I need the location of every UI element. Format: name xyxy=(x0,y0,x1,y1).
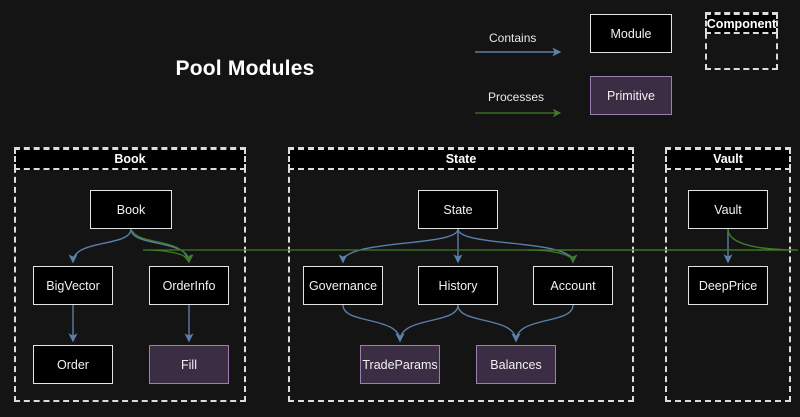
node-order[interactable]: Order xyxy=(33,345,113,384)
node-state[interactable]: State xyxy=(418,190,498,229)
legend-primitive-label: Primitive xyxy=(607,89,655,103)
legend-component-header: Component xyxy=(705,13,778,34)
node-account[interactable]: Account xyxy=(533,266,613,305)
legend-processes-label: Processes xyxy=(488,90,544,104)
node-orderinfo[interactable]: OrderInfo xyxy=(149,266,229,305)
node-label-deepprice: DeepPrice xyxy=(699,279,757,293)
group-header-vault: Vault xyxy=(665,148,791,170)
group-label-state: State xyxy=(446,152,477,166)
node-vault[interactable]: Vault xyxy=(688,190,768,229)
legend-primitive-box: Primitive xyxy=(590,76,672,115)
node-label-history: History xyxy=(439,279,478,293)
legend-module-box: Module xyxy=(590,14,672,53)
node-label-orderinfo: OrderInfo xyxy=(163,279,216,293)
node-label-vault: Vault xyxy=(714,203,742,217)
node-book[interactable]: Book xyxy=(90,190,172,229)
group-label-vault: Vault xyxy=(713,152,743,166)
node-bigvector[interactable]: BigVector xyxy=(33,266,113,305)
node-tradeparams[interactable]: TradeParams xyxy=(360,345,440,384)
node-label-bigvector: BigVector xyxy=(46,279,100,293)
node-label-order: Order xyxy=(57,358,89,372)
legend-module-label: Module xyxy=(611,27,652,41)
page-title: Pool Modules xyxy=(160,57,330,81)
node-governance[interactable]: Governance xyxy=(303,266,383,305)
group-header-state: State xyxy=(288,148,634,170)
node-balances[interactable]: Balances xyxy=(476,345,556,384)
node-label-tradeparams: TradeParams xyxy=(362,358,437,372)
node-history[interactable]: History xyxy=(418,266,498,305)
node-fill[interactable]: Fill xyxy=(149,345,229,384)
node-label-account: Account xyxy=(550,279,595,293)
node-label-governance: Governance xyxy=(309,279,377,293)
legend-component-label: Component xyxy=(707,17,776,31)
node-label-book: Book xyxy=(117,203,146,217)
group-label-book: Book xyxy=(114,152,145,166)
node-deepprice[interactable]: DeepPrice xyxy=(688,266,768,305)
node-label-fill: Fill xyxy=(181,358,197,372)
node-label-state: State xyxy=(443,203,472,217)
legend-contains-label: Contains xyxy=(489,31,536,45)
node-label-balances: Balances xyxy=(490,358,541,372)
group-header-book: Book xyxy=(14,148,246,170)
